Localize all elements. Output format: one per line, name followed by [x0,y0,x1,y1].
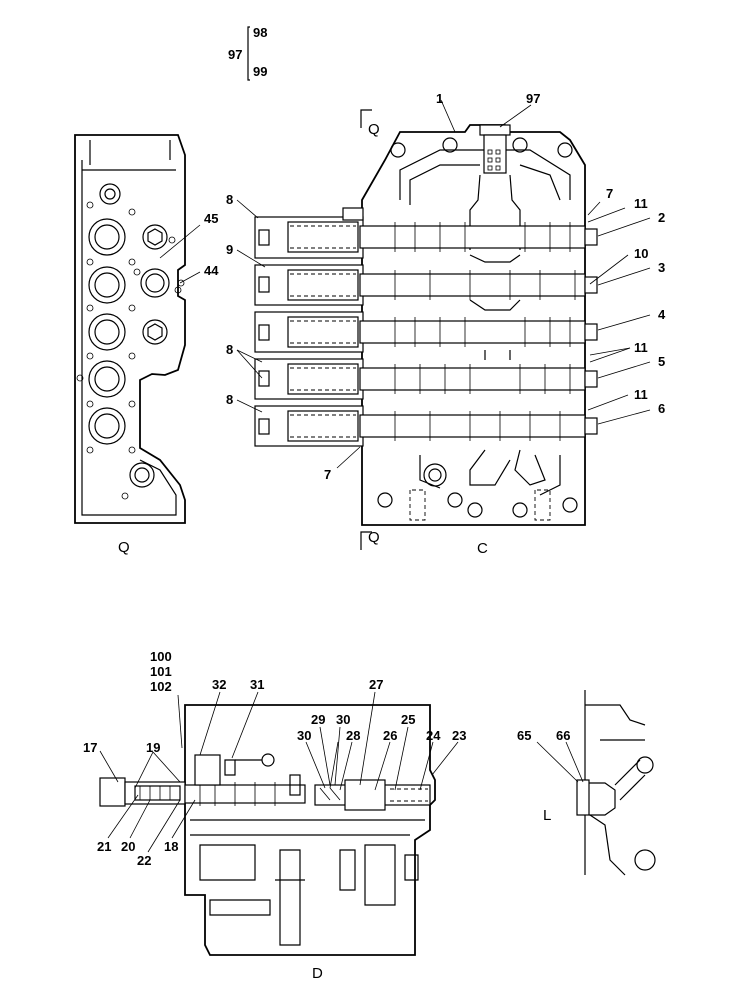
view-l-drawing [536,690,656,876]
callout-label: 11 [634,387,648,402]
callout-label: 10 [634,246,648,261]
callout-label: 30 [336,712,350,727]
callout-label: 6 [658,401,665,416]
callout-label: 31 [250,677,264,692]
callout-label: 18 [164,839,178,854]
callout-label: 8 [226,392,233,407]
callout-label: 24 [426,728,441,743]
view-caption-d: D [312,965,323,982]
callout-label: 5 [658,354,665,369]
callout-label: 3 [658,260,665,275]
view-d-drawing [99,691,459,956]
callout-label: 8 [226,342,233,357]
view-caption-c: C [477,540,488,557]
assembly-parent-number: 97 [228,47,242,62]
assembly-group: 97 98 99 [228,25,267,81]
callout-label: 8 [226,192,233,207]
callout-label: 44 [204,263,219,278]
callout-label: 97 [526,91,540,106]
callout-label: 7 [606,186,613,201]
section-mark-q: Q [368,121,380,138]
callout-label: 66 [556,728,570,743]
callout-labels: 1 97 7 11 2 10 3 4 11 5 11 6 8 9 8 8 7 4… [83,91,666,868]
callout-label: 2 [658,210,665,225]
assembly-child-number: 98 [253,25,267,40]
callout-label: 100 [150,649,172,664]
callout-label: 27 [369,677,383,692]
callout-label: 21 [97,839,111,854]
assembly-bracket [247,26,250,81]
callout-label: 19 [146,740,160,755]
callout-label: 102 [150,679,172,694]
callout-label: 28 [346,728,360,743]
view-caption-l: L [543,807,551,824]
callout-label: 7 [324,467,331,482]
callout-label: 30 [297,728,311,743]
callout-label: 11 [634,340,648,355]
callout-label: 65 [517,728,531,743]
callout-label: 20 [121,839,135,854]
callout-label: 29 [311,712,325,727]
callout-label: 22 [137,853,151,868]
assembly-child-number: 99 [253,64,267,79]
section-mark-q: Q [368,529,380,546]
callout-label: 26 [383,728,397,743]
view-q-drawing [74,134,201,524]
callout-label: 25 [401,712,415,727]
callout-label: 32 [212,677,226,692]
callout-label: 23 [452,728,466,743]
view-caption-q: Q [118,539,130,556]
callout-label: 17 [83,740,97,755]
callout-label: 4 [658,307,666,322]
view-c-drawing [236,99,651,550]
callout-label: 101 [150,664,172,679]
callout-label: 1 [436,91,443,106]
callout-label: 45 [204,211,218,226]
callout-label: 11 [634,196,648,211]
callout-label: 9 [226,242,233,257]
